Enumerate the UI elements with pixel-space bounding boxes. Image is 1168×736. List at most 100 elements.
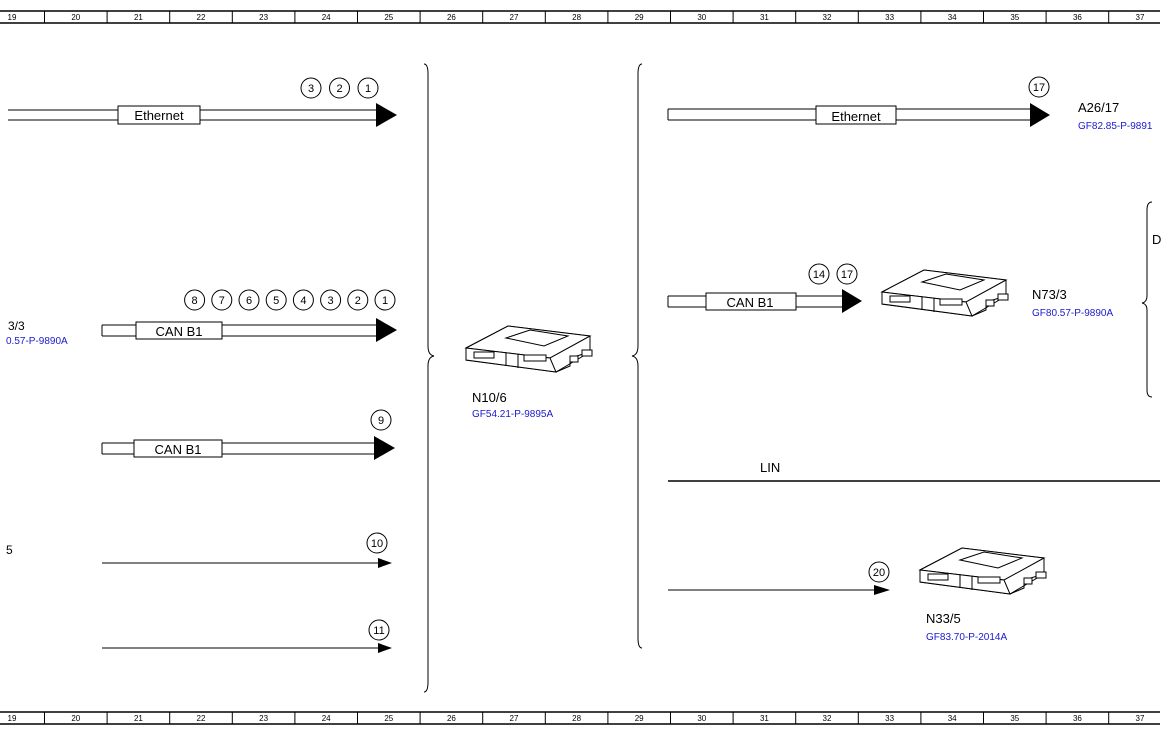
center-control-unit-icon bbox=[465, 325, 593, 373]
ruler-bottom-column-32: 32 bbox=[823, 714, 832, 723]
ruler-bottom-column-37: 37 bbox=[1136, 714, 1145, 723]
ruler-bottom-column-22: 22 bbox=[197, 714, 206, 723]
left-line2-markers: 11 bbox=[368, 619, 390, 641]
ruler-bottom-column-34: 34 bbox=[948, 714, 957, 723]
right-ethernet-bus: Ethernet bbox=[667, 103, 1050, 127]
connector-marker bbox=[347, 289, 369, 311]
ruler-top-column-26: 26 bbox=[447, 13, 456, 22]
ruler-bottom-column-21: 21 bbox=[134, 714, 143, 723]
left-can1-label: CAN B1 bbox=[156, 324, 203, 339]
connector-marker bbox=[357, 77, 379, 99]
ruler-bottom-column-35: 35 bbox=[1010, 714, 1019, 723]
left-partial-id: 3/3 bbox=[8, 319, 25, 333]
connector-marker bbox=[374, 289, 396, 311]
ruler-bottom-column-30: 30 bbox=[697, 714, 706, 723]
ruler-bottom-column-19: 19 bbox=[8, 714, 17, 723]
connector-marker bbox=[300, 77, 322, 99]
ruler-top-column-19: 19 bbox=[8, 13, 17, 22]
connector-marker-label: 10 bbox=[371, 538, 383, 550]
connector-marker bbox=[836, 263, 858, 285]
ruler-top-column-20: 20 bbox=[71, 13, 80, 22]
left-can-bus-2: CAN B1 bbox=[101, 436, 395, 460]
connector-marker bbox=[184, 289, 206, 311]
right-can-bus: CAN B1 bbox=[667, 289, 862, 313]
ruler-bottom-column-20: 20 bbox=[71, 714, 80, 723]
connector-marker bbox=[292, 289, 314, 311]
ruler-bottom-column-33: 33 bbox=[885, 714, 894, 723]
connector-marker-label: 20 bbox=[873, 567, 885, 579]
left-ethernet-markers: 3 2 1 bbox=[300, 77, 379, 99]
ruler-bottom-column-28: 28 bbox=[572, 714, 581, 723]
connector-marker-label: 14 bbox=[813, 269, 825, 281]
connector-marker bbox=[329, 77, 350, 99]
right-line-markers: 20 bbox=[868, 561, 890, 583]
ruler-bottom-column-26: 26 bbox=[447, 714, 456, 723]
left-ethernet-bus: Ethernet bbox=[8, 103, 397, 127]
left-partial-id-2: 5 bbox=[6, 543, 13, 557]
right-line-control-unit-icon bbox=[919, 547, 1047, 595]
lin-bus: LIN bbox=[668, 460, 1160, 482]
connector-marker bbox=[238, 289, 260, 311]
ruler-top-column-29: 29 bbox=[635, 13, 644, 22]
connector-marker bbox=[366, 532, 388, 554]
connector-marker-label: 11 bbox=[373, 625, 384, 637]
ruler-top-column-37: 37 bbox=[1136, 13, 1145, 22]
connector-marker bbox=[868, 561, 890, 583]
right-brace bbox=[631, 63, 643, 649]
ruler-bottom-column-27: 27 bbox=[510, 714, 519, 723]
left-ethernet-label: Ethernet bbox=[134, 108, 184, 123]
lin-label: LIN bbox=[760, 460, 780, 475]
right-can-label: CAN B1 bbox=[727, 295, 774, 310]
right-partial-label: D bbox=[1152, 232, 1161, 247]
ruler-bottom-column-36: 36 bbox=[1073, 714, 1082, 723]
ruler-top-column-31: 31 bbox=[760, 13, 769, 22]
connector-marker bbox=[1028, 76, 1050, 98]
ruler-bottom-column-24: 24 bbox=[322, 714, 331, 723]
left-can2-label: CAN B1 bbox=[155, 442, 202, 457]
ruler-top-column-33: 33 bbox=[885, 13, 894, 22]
right-ethernet-ref: GF82.85-P-9891 bbox=[1078, 121, 1153, 132]
ruler-top-column-35: 35 bbox=[1010, 13, 1019, 22]
connector-marker-label: 17 bbox=[1033, 82, 1045, 94]
right-line-ref: GF83.70-P-2014A bbox=[926, 632, 1007, 643]
center-id: N10/6 bbox=[472, 390, 507, 405]
ruler-top-column-22: 22 bbox=[197, 13, 206, 22]
connector-marker-label: 2 bbox=[355, 295, 361, 307]
right-line bbox=[668, 585, 890, 595]
ruler-top-column-30: 30 bbox=[697, 13, 706, 22]
connector-marker-label: 4 bbox=[300, 295, 306, 307]
connector-marker-label: 7 bbox=[219, 295, 225, 307]
connector-marker-label: 3 bbox=[328, 295, 334, 307]
connector-marker bbox=[265, 289, 287, 311]
connector-marker-label: 2 bbox=[336, 83, 342, 95]
connector-marker-label: 8 bbox=[192, 295, 198, 307]
ruler-top-column-27: 27 bbox=[510, 13, 519, 22]
connector-marker-label: 1 bbox=[365, 83, 371, 95]
connector-marker-label: 1 bbox=[382, 295, 388, 307]
ruler-top-column-21: 21 bbox=[134, 13, 143, 22]
ruler-bottom-column-31: 31 bbox=[760, 714, 769, 723]
right-ethernet-markers: 17 bbox=[1028, 76, 1050, 98]
left-line-1 bbox=[102, 558, 392, 568]
ruler-bottom-column-25: 25 bbox=[384, 714, 393, 723]
left-line1-markers: 10 bbox=[366, 532, 388, 554]
connector-marker-label: 6 bbox=[246, 295, 252, 307]
connector-marker bbox=[211, 289, 233, 311]
ruler-bottom-column-23: 23 bbox=[259, 714, 268, 723]
connector-marker bbox=[368, 619, 390, 641]
ruler-bottom-column-29: 29 bbox=[635, 714, 644, 723]
connector-marker-label: 3 bbox=[308, 83, 314, 95]
right-ethernet-label: Ethernet bbox=[831, 109, 881, 124]
right-can-ref: GF80.57-P-9890A bbox=[1032, 308, 1113, 319]
ruler-top-column-25: 25 bbox=[384, 13, 393, 22]
left-can2-markers: 9 bbox=[370, 409, 392, 431]
left-partial-ref: 0.57-P-9890A bbox=[6, 336, 68, 347]
ruler-top-column-23: 23 bbox=[259, 13, 268, 22]
left-line-2 bbox=[102, 643, 392, 653]
right-can-id: N73/3 bbox=[1032, 287, 1067, 302]
right-can-control-unit-icon bbox=[881, 269, 1009, 317]
connector-marker bbox=[370, 409, 392, 431]
